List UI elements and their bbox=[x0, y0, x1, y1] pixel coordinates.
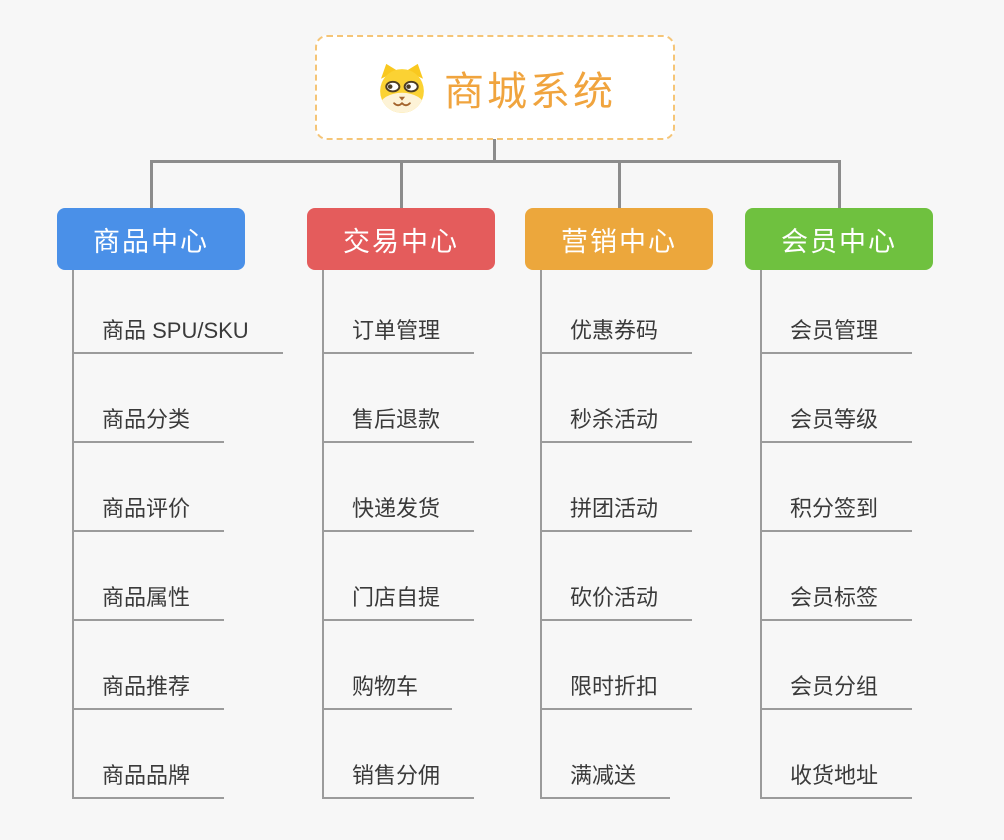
branch-list-trade-center: 订单管理 售后退款 快递发货 门店自提 购物车 销售分佣 bbox=[322, 270, 475, 799]
leaf-node[interactable]: 销售分佣 bbox=[324, 763, 475, 799]
leaf-row: 会员等级 bbox=[762, 354, 913, 443]
branch-header-label: 商品中心 bbox=[93, 226, 209, 257]
leaf-row: 商品分类 bbox=[74, 354, 283, 443]
root-node[interactable]: 商城系统 bbox=[315, 35, 675, 140]
branch-member-center: 会员中心 会员管理 会员等级 积分签到 会员标签 会员分组 收货地址 bbox=[745, 208, 933, 799]
leaf-node[interactable]: 快递发货 bbox=[324, 496, 475, 532]
branch-list-product-center: 商品 SPU/SKU 商品分类 商品评价 商品属性 商品推荐 商品品牌 bbox=[72, 270, 283, 799]
leaf-row: 会员管理 bbox=[762, 270, 913, 354]
connector-bus bbox=[150, 160, 841, 163]
leaf-row: 会员分组 bbox=[762, 621, 913, 710]
leaf-row: 门店自提 bbox=[324, 532, 475, 621]
leaf-node[interactable]: 会员管理 bbox=[762, 318, 913, 354]
leaf-node[interactable]: 秒杀活动 bbox=[542, 407, 693, 443]
leaf-node[interactable]: 限时折扣 bbox=[542, 674, 693, 710]
leaf-node[interactable]: 商品推荐 bbox=[74, 674, 225, 710]
leaf-row: 商品 SPU/SKU bbox=[74, 270, 283, 354]
leaf-row: 商品推荐 bbox=[74, 621, 283, 710]
leaf-node[interactable]: 收货地址 bbox=[762, 763, 913, 799]
branch-header-label: 会员中心 bbox=[781, 226, 897, 257]
branch-list-member-center: 会员管理 会员等级 积分签到 会员标签 会员分组 收货地址 bbox=[760, 270, 913, 799]
connector-drop-marketing-center bbox=[618, 161, 621, 208]
leaf-node[interactable]: 满减送 bbox=[542, 763, 671, 799]
leaf-node[interactable]: 商品评价 bbox=[74, 496, 225, 532]
connector-drop-trade-center bbox=[400, 161, 403, 208]
leaf-node[interactable]: 商品 SPU/SKU bbox=[74, 318, 283, 354]
leaf-node[interactable]: 优惠券码 bbox=[542, 318, 693, 354]
leaf-node[interactable]: 拼团活动 bbox=[542, 496, 693, 532]
leaf-row: 销售分佣 bbox=[324, 710, 475, 799]
branch-product-center: 商品中心 商品 SPU/SKU 商品分类 商品评价 商品属性 商品推荐 商品品牌 bbox=[57, 208, 283, 799]
leaf-node[interactable]: 会员标签 bbox=[762, 585, 913, 621]
branch-header-label: 交易中心 bbox=[343, 226, 459, 257]
leaf-node[interactable]: 会员等级 bbox=[762, 407, 913, 443]
root-title: 商城系统 bbox=[444, 69, 616, 114]
leaf-node[interactable]: 售后退款 bbox=[324, 407, 475, 443]
connector-drop-member-center bbox=[838, 161, 841, 208]
leaf-node[interactable]: 商品属性 bbox=[74, 585, 225, 621]
leaf-row: 砍价活动 bbox=[542, 532, 693, 621]
doge-icon bbox=[380, 63, 424, 113]
leaf-row: 优惠券码 bbox=[542, 270, 693, 354]
leaf-row: 售后退款 bbox=[324, 354, 475, 443]
branch-header-trade-center[interactable]: 交易中心 bbox=[307, 208, 495, 270]
branch-header-product-center[interactable]: 商品中心 bbox=[57, 208, 245, 270]
branch-header-marketing-center[interactable]: 营销中心 bbox=[525, 208, 713, 270]
leaf-row: 秒杀活动 bbox=[542, 354, 693, 443]
leaf-node[interactable]: 砍价活动 bbox=[542, 585, 693, 621]
leaf-row: 订单管理 bbox=[324, 270, 475, 354]
connector-root-stem bbox=[493, 139, 496, 162]
leaf-node[interactable]: 订单管理 bbox=[324, 318, 475, 354]
leaf-row: 快递发货 bbox=[324, 443, 475, 532]
leaf-node[interactable]: 商品品牌 bbox=[74, 763, 225, 799]
leaf-row: 限时折扣 bbox=[542, 621, 693, 710]
connector-drop-product-center bbox=[150, 161, 153, 208]
leaf-row: 商品品牌 bbox=[74, 710, 283, 799]
leaf-node[interactable]: 购物车 bbox=[324, 674, 453, 710]
leaf-node[interactable]: 门店自提 bbox=[324, 585, 475, 621]
leaf-row: 购物车 bbox=[324, 621, 474, 710]
branch-trade-center: 交易中心 订单管理 售后退款 快递发货 门店自提 购物车 销售分佣 bbox=[307, 208, 495, 799]
leaf-row: 收货地址 bbox=[762, 710, 913, 799]
leaf-row: 商品属性 bbox=[74, 532, 283, 621]
leaf-row: 积分签到 bbox=[762, 443, 913, 532]
branch-marketing-center: 营销中心 优惠券码 秒杀活动 拼团活动 砍价活动 限时折扣 满减送 bbox=[525, 208, 713, 799]
leaf-row: 商品评价 bbox=[74, 443, 283, 532]
branch-header-label: 营销中心 bbox=[561, 226, 677, 257]
leaf-node[interactable]: 会员分组 bbox=[762, 674, 913, 710]
branch-header-member-center[interactable]: 会员中心 bbox=[745, 208, 933, 270]
leaf-row: 拼团活动 bbox=[542, 443, 693, 532]
leaf-node[interactable]: 积分签到 bbox=[762, 496, 913, 532]
branch-list-marketing-center: 优惠券码 秒杀活动 拼团活动 砍价活动 限时折扣 满减送 bbox=[540, 270, 693, 799]
leaf-node[interactable]: 商品分类 bbox=[74, 407, 225, 443]
leaf-row: 会员标签 bbox=[762, 532, 913, 621]
leaf-row: 满减送 bbox=[542, 710, 692, 799]
